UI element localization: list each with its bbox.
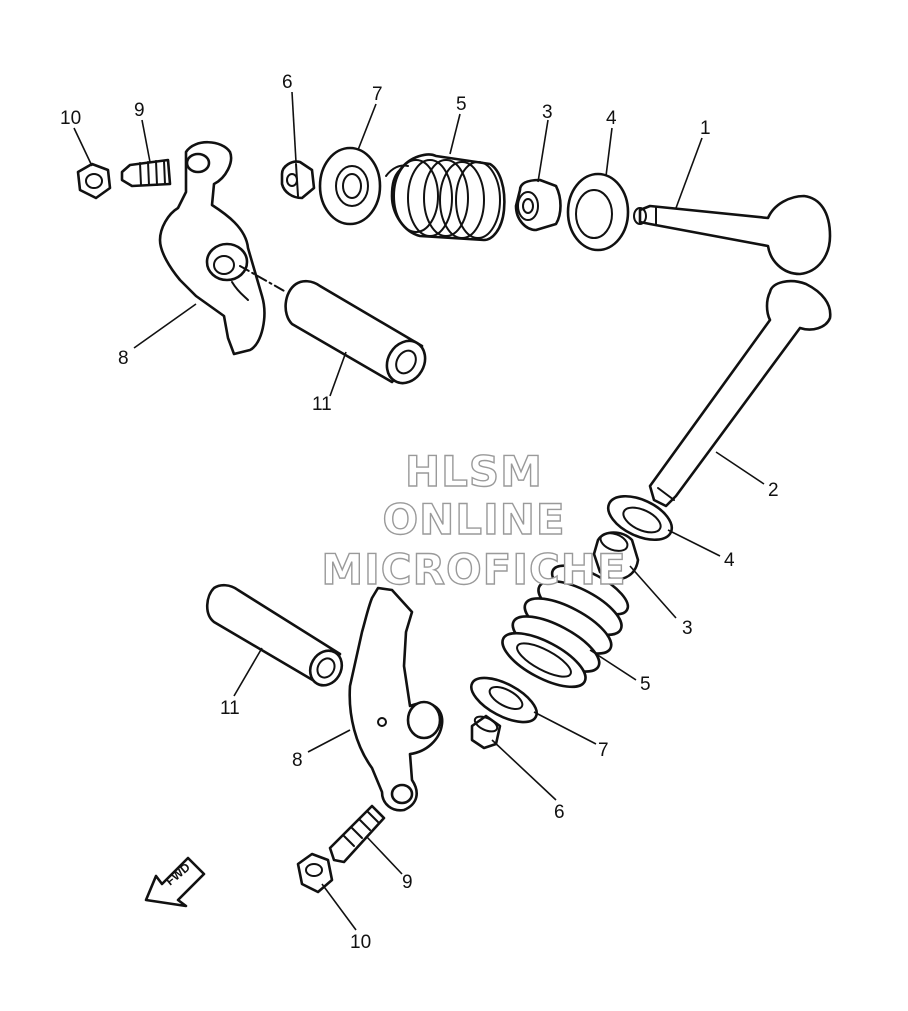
leader-lines	[73, 91, 765, 931]
rocker-shaft-upper	[284, 279, 427, 385]
spring-seat-upper	[566, 172, 630, 252]
valve-cotters-upper	[280, 160, 316, 200]
adjuster-screw-upper	[120, 158, 172, 188]
rocker-arm-lower	[348, 586, 444, 812]
callout-5-upper: 5	[456, 94, 467, 115]
callout-4-upper: 4	[606, 108, 617, 129]
callout-labels: 1 2 3 4 5 6 7 8 9 10 11 3 4 5 6 7 8 9 10…	[60, 72, 779, 953]
nut-upper	[76, 162, 112, 200]
callout-1: 1	[700, 118, 711, 139]
forward-arrow-icon: FWD	[144, 856, 206, 908]
watermark-line-1: HLSM	[405, 447, 543, 496]
adjuster-screw-lower	[328, 804, 386, 864]
callout-4-lower: 4	[724, 550, 735, 571]
watermark-line-3: MICROFICHE	[321, 545, 626, 594]
nut-lower	[296, 852, 334, 894]
valve-spring-upper	[385, 153, 506, 242]
callout-10-lower: 10	[350, 932, 371, 953]
callout-11-upper: 11	[312, 394, 332, 415]
callout-11-lower: 11	[220, 698, 240, 719]
spring-retainer-lower	[470, 676, 538, 724]
callout-9-upper: 9	[134, 100, 145, 121]
callout-3-lower: 3	[682, 618, 693, 639]
valve-exhaust	[648, 279, 832, 508]
callout-7-lower: 7	[598, 740, 609, 761]
callout-8-lower: 8	[292, 750, 303, 771]
valve-stem-seal-lower	[592, 531, 640, 582]
callout-7-upper: 7	[372, 84, 383, 105]
rocker-shaft-lower	[205, 583, 344, 687]
spring-retainer-upper	[318, 146, 382, 226]
callout-3-upper: 3	[542, 102, 553, 123]
spring-seat-lower	[606, 494, 674, 542]
watermark-line-2: ONLINE	[382, 495, 565, 544]
valve-spring-lower	[501, 564, 630, 689]
callout-2: 2	[768, 480, 779, 501]
callout-6-upper: 6	[282, 72, 293, 93]
callout-5-lower: 5	[640, 674, 651, 695]
callout-9-lower: 9	[402, 872, 413, 893]
watermark: HLSM ONLINE MICROFICHE	[321, 446, 627, 594]
valve-stem-seal-upper	[514, 178, 562, 232]
valve-intake	[633, 194, 832, 276]
rocker-arm-upper	[158, 140, 266, 356]
callout-8-upper: 8	[118, 348, 129, 369]
callout-6-lower: 6	[554, 802, 565, 823]
callout-10-upper: 10	[60, 108, 81, 129]
